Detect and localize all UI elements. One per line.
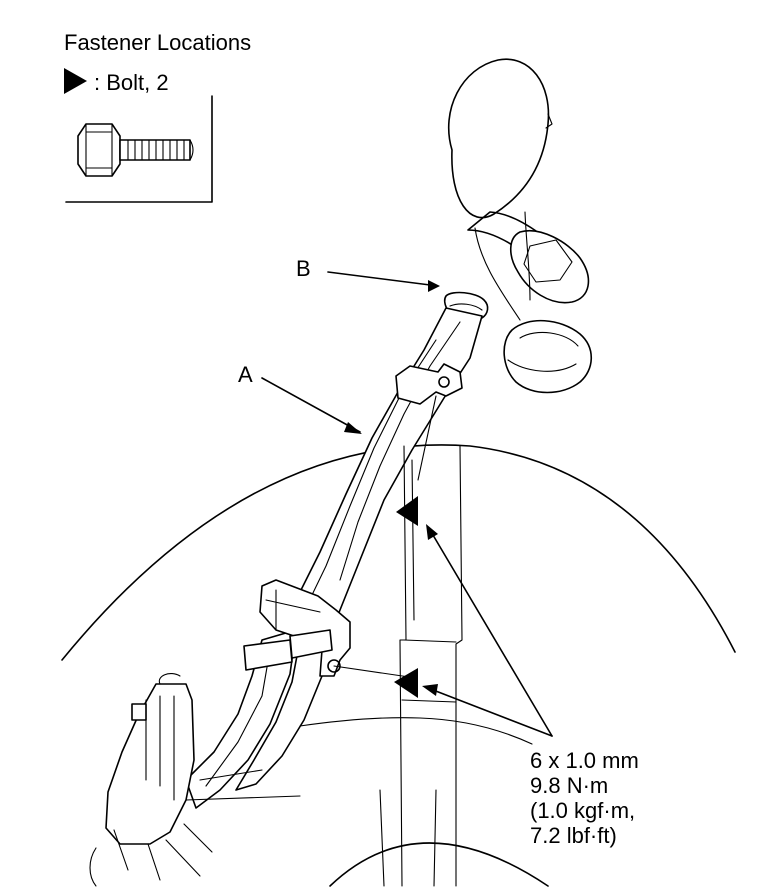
bolt-icon: [77, 123, 194, 177]
callout-a: A: [238, 362, 253, 387]
connector-cluster: [89, 673, 301, 887]
column-tube-a: [185, 291, 489, 809]
torque-spec-size: 6 x 1.0 mm: [530, 748, 639, 773]
legend-title: Fastener Locations: [64, 30, 251, 55]
callout-b: B: [296, 256, 311, 281]
lamp-assembly: [447, 58, 593, 394]
torque-spec-kgfm: (1.0 kgf·m,: [530, 798, 635, 823]
bolt-marker-upper-icon: [396, 496, 418, 526]
fastener-legend: Fastener Locations : Bolt, 2: [64, 30, 251, 203]
steering-shaft: [299, 445, 549, 887]
torque-spec-nm: 9.8 N·m: [530, 773, 608, 798]
leader-lines: [261, 271, 553, 737]
torque-spec-lbfft: 7.2 lbf·ft): [530, 823, 617, 848]
legend-bolt-label: : Bolt, 2: [94, 70, 169, 95]
torque-spec: 6 x 1.0 mm 9.8 N·m (1.0 kgf·m, 7.2 lbf·f…: [530, 748, 639, 848]
bolt-marker-icon: [64, 68, 87, 94]
legend-frame: [65, 95, 213, 203]
bolt-marker-lower-icon: [394, 668, 418, 698]
steering-wheel-outline: [61, 444, 736, 661]
